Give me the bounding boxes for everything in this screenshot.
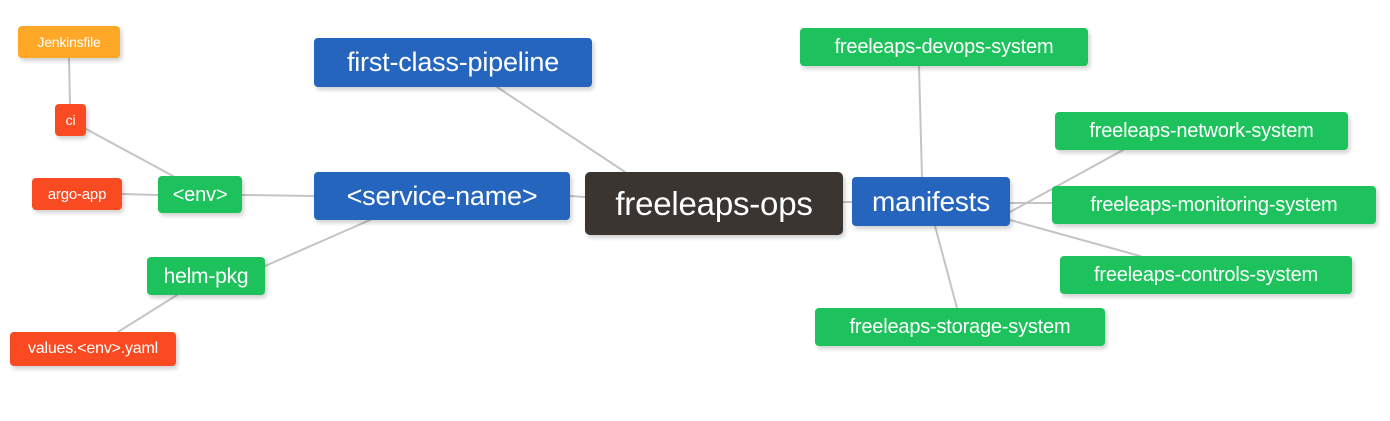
node-label-freeleaps-ops: freeleaps-ops [615, 185, 813, 222]
node-argo-app[interactable]: argo-app [32, 178, 122, 210]
node-label-ci: ci [65, 112, 76, 128]
node-label-monitoring-system: freeleaps-monitoring-system [1090, 194, 1338, 216]
node-label-helm-pkg: helm-pkg [163, 264, 249, 288]
node-devops-system[interactable]: freeleaps-devops-system [800, 28, 1088, 66]
node-monitoring-system[interactable]: freeleaps-monitoring-system [1052, 186, 1376, 224]
node-network-system[interactable]: freeleaps-network-system [1055, 112, 1348, 150]
edge-values-yaml-to-helm-pkg [117, 294, 178, 333]
node-label-storage-system: freeleaps-storage-system [849, 316, 1071, 338]
node-first-class-pipeline[interactable]: first-class-pipeline [314, 38, 592, 87]
node-controls-system[interactable]: freeleaps-controls-system [1060, 256, 1352, 294]
node-label-env: <env> [172, 183, 228, 206]
node-label-controls-system: freeleaps-controls-system [1094, 264, 1318, 286]
node-label-network-system: freeleaps-network-system [1089, 120, 1314, 142]
node-service-name[interactable]: <service-name> [314, 172, 570, 220]
edge-ci-to-env [85, 128, 174, 177]
node-storage-system[interactable]: freeleaps-storage-system [815, 308, 1105, 346]
node-helm-pkg[interactable]: helm-pkg [147, 257, 265, 295]
node-jenkinsfile[interactable]: Jenkinsfile [18, 26, 120, 58]
edge-argo-app-to-env [121, 193, 159, 196]
node-label-values-yaml: values.<env>.yaml [27, 340, 158, 357]
node-freeleaps-ops[interactable]: freeleaps-ops [585, 172, 843, 235]
node-label-service-name: <service-name> [346, 180, 538, 211]
node-env[interactable]: <env> [158, 176, 242, 213]
node-label-manifests: manifests [871, 185, 991, 217]
edge-manifests-to-devops-system [918, 65, 923, 178]
node-label-devops-system: freeleaps-devops-system [834, 36, 1054, 58]
edge-manifests-to-storage-system [934, 225, 958, 309]
edge-jenkinsfile-to-ci [68, 57, 71, 105]
edge-env-to-service-name [241, 194, 315, 197]
node-manifests[interactable]: manifests [852, 177, 1010, 226]
node-label-first-class-pipeline: first-class-pipeline [346, 47, 560, 77]
edge-service-name-to-freeleaps-ops [569, 195, 586, 198]
edge-first-class-pipeline-to-freeleaps-ops [496, 86, 626, 173]
node-label-argo-app: argo-app [47, 185, 107, 203]
node-label-jenkinsfile: Jenkinsfile [37, 34, 101, 50]
node-values-yaml[interactable]: values.<env>.yaml [10, 332, 176, 366]
edge-manifests-to-controls-system [1009, 219, 1141, 257]
node-ci[interactable]: ci [55, 104, 86, 136]
edge-helm-pkg-to-service-name [264, 219, 371, 267]
